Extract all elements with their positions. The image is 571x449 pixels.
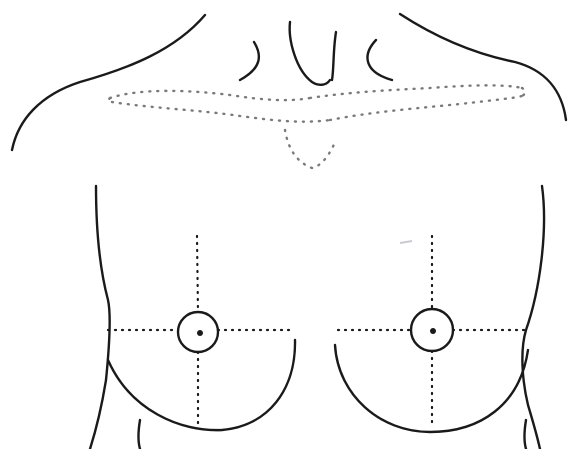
left-nipple	[430, 328, 436, 334]
clavicle-region-lower-left	[112, 102, 330, 122]
stray-mark	[400, 241, 412, 243]
left-inner-flank	[139, 420, 141, 449]
right-shoulder-line	[400, 14, 566, 120]
clavicle-region-upper-right	[310, 85, 522, 98]
quadrant-lines	[108, 236, 524, 428]
right-nipple	[197, 330, 203, 336]
dotted-region	[109, 85, 525, 168]
clavicle-region-lower-right	[330, 96, 522, 120]
left-shoulder-line	[12, 15, 205, 150]
right-neck-line	[332, 32, 336, 80]
left-torso-side	[90, 186, 110, 449]
left-neck-line	[290, 22, 330, 85]
right-breast-vertical-upper	[197, 236, 198, 312]
sternal-region	[285, 130, 336, 168]
clavicle-region-upper-left	[110, 91, 310, 100]
body-outline	[12, 14, 566, 449]
right-torso-side	[522, 186, 544, 449]
right-inner-flank	[525, 420, 527, 449]
left-sternocleidomastoid-line	[240, 42, 259, 80]
right-breast-contour	[108, 340, 295, 430]
right-sternocleidomastoid-line	[368, 40, 392, 80]
clavicle-region-right-end	[522, 88, 525, 96]
